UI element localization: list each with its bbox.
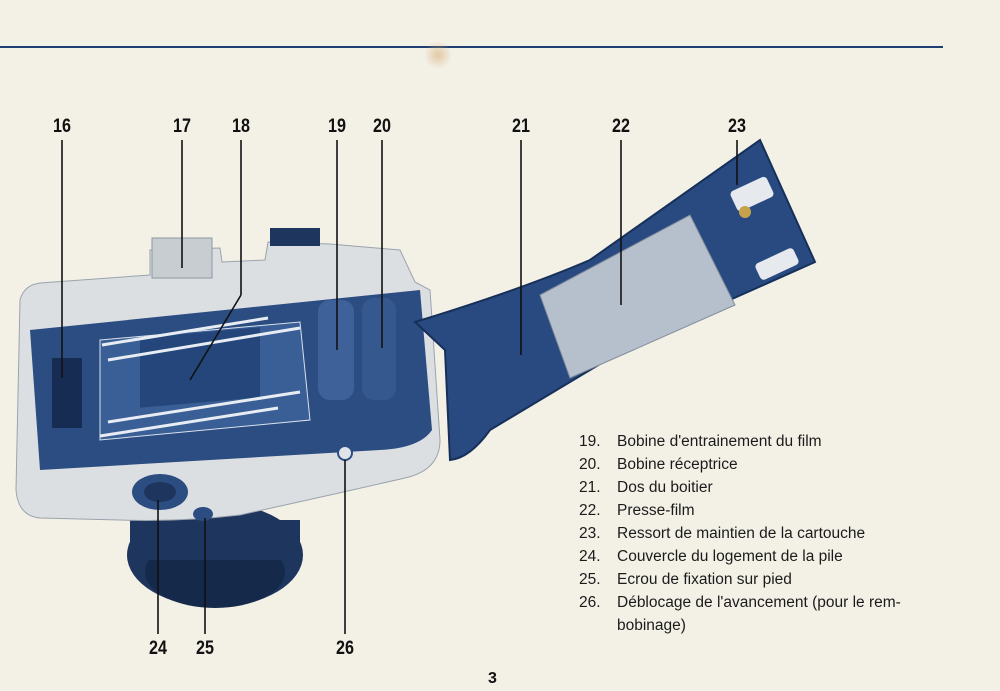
legend-number: 23. xyxy=(579,525,601,542)
callout-25: 25 xyxy=(196,638,214,659)
paper-stain xyxy=(425,40,451,70)
shutter xyxy=(140,327,260,408)
legend-number: 22. xyxy=(579,502,601,519)
film-rail xyxy=(99,406,279,438)
legend-continuation: bobinage) xyxy=(617,617,686,634)
legend-item: 24. Couvercle du logement de la pile xyxy=(579,545,959,568)
legend-text: Déblocage de l'avancement (pour le rem- xyxy=(617,594,901,611)
callout-26: 26 xyxy=(336,638,354,659)
legend-number: 26. xyxy=(579,594,601,611)
callout-19: 19 xyxy=(328,116,346,137)
film-rail xyxy=(107,326,301,362)
take-up-spool xyxy=(318,300,354,400)
leader-lines xyxy=(61,140,738,634)
legend-text: Ressort de maintien de la cartouche xyxy=(617,525,866,542)
legend-number: 21. xyxy=(579,479,601,496)
legend-text: Bobine réceptrice xyxy=(617,456,738,473)
cartridge-spring xyxy=(755,248,799,280)
legend-item: 21. Dos du boitier xyxy=(579,476,959,499)
legend-item: 23. Ressort de maintien de la cartouche xyxy=(579,522,959,545)
legend-number: 24. xyxy=(579,548,601,565)
callout-21: 21 xyxy=(512,116,530,137)
cartridge-spring xyxy=(730,176,774,212)
callout-20: 20 xyxy=(373,116,391,137)
film-rail xyxy=(101,316,269,347)
rewind-chamber xyxy=(52,358,82,428)
parts-legend: 19. Bobine d'entrainement du film 20. Bo… xyxy=(579,430,959,637)
top-rule xyxy=(0,46,943,48)
shutter-dial xyxy=(270,228,320,246)
callout-18: 18 xyxy=(232,116,250,137)
legend-item: 19. Bobine d'entrainement du film xyxy=(579,430,959,453)
screw xyxy=(739,206,751,218)
legend-item: 25. Ecrou de fixation sur pied xyxy=(579,568,959,591)
callout-16: 16 xyxy=(53,116,71,137)
legend-text: Dos du boitier xyxy=(617,479,713,496)
pressure-plate xyxy=(539,214,736,379)
callout-23: 23 xyxy=(728,116,746,137)
lens xyxy=(127,503,303,608)
legend-item: 20. Bobine réceptrice xyxy=(579,453,959,476)
legend-text: Couvercle du logement de la pile xyxy=(617,548,843,565)
callout-17: 17 xyxy=(173,116,191,137)
legend-text: Presse-film xyxy=(617,502,695,519)
rewind-release-button xyxy=(337,445,353,461)
tripod-socket xyxy=(193,507,213,521)
page-number: 3 xyxy=(488,670,497,687)
legend-text: Ecrou de fixation sur pied xyxy=(617,571,792,588)
callout-24: 24 xyxy=(149,638,167,659)
legend-item: 22. Presse-film xyxy=(579,499,959,522)
legend-number: 25. xyxy=(579,571,601,588)
legend-number: 19. xyxy=(579,433,601,450)
film-rail xyxy=(107,390,301,424)
legend-number: 20. xyxy=(579,456,601,473)
legend-text: Bobine d'entrainement du film xyxy=(617,433,822,450)
drive-spool xyxy=(362,298,396,400)
legend-item: 26. Déblocage de l'avancement (pour le r… xyxy=(579,591,959,614)
callout-22: 22 xyxy=(612,116,630,137)
